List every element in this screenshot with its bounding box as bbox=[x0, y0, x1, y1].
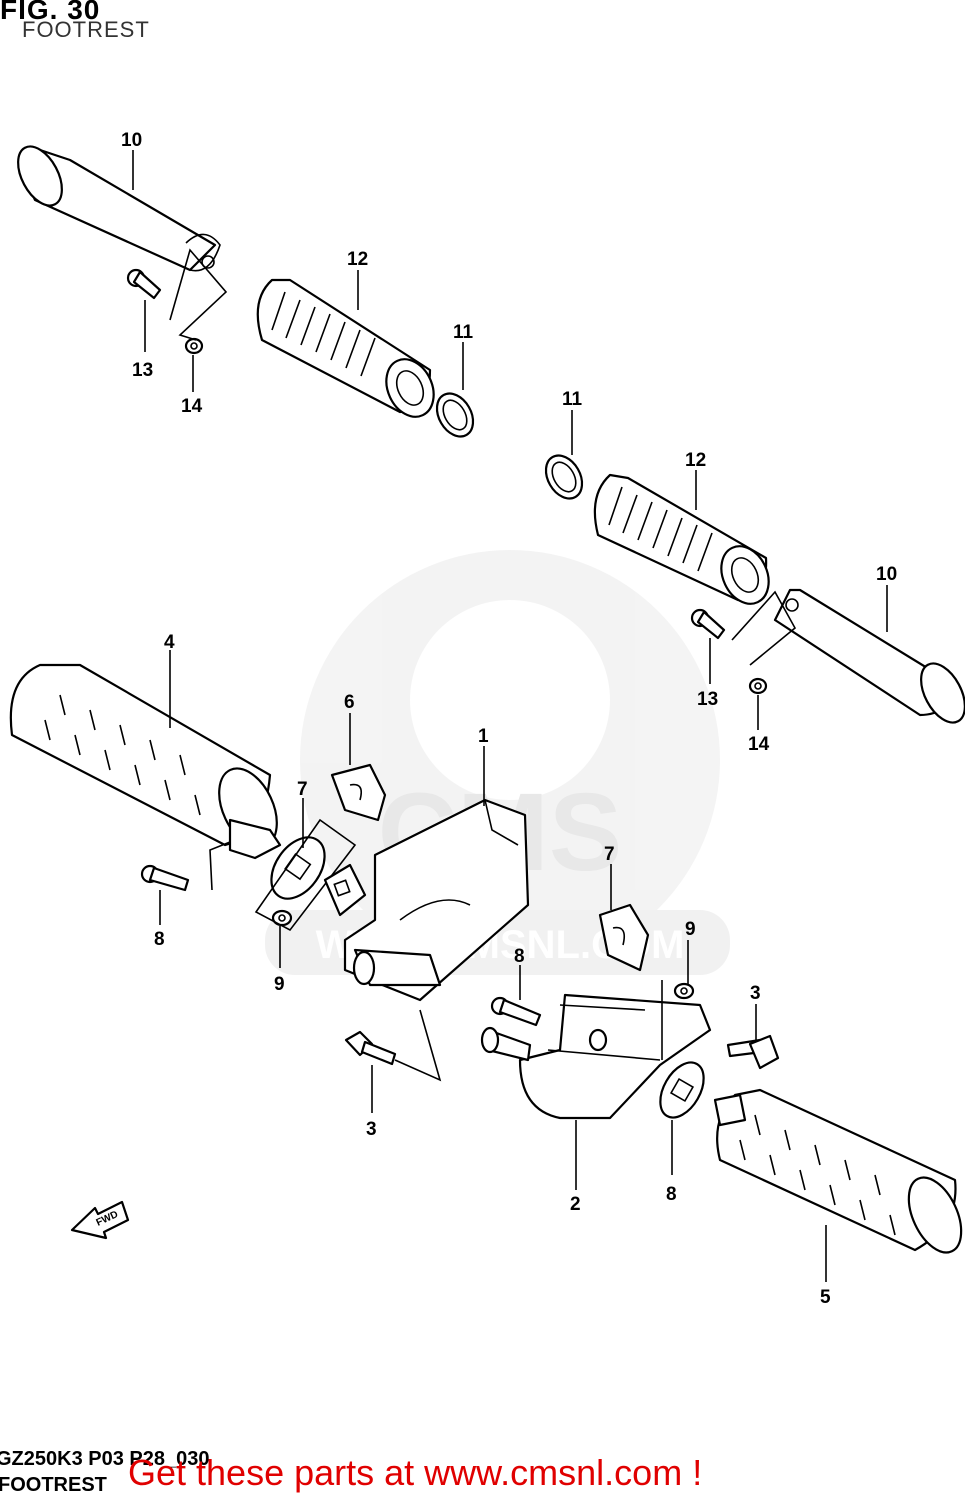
callout-3-right: 3 bbox=[750, 983, 761, 1004]
callout-8-left: 8 bbox=[154, 929, 165, 950]
callout-2: 2 bbox=[570, 1194, 581, 1215]
callout-10-right: 10 bbox=[876, 564, 897, 585]
callout-13-right: 13 bbox=[697, 689, 718, 710]
callout-5: 5 bbox=[820, 1287, 831, 1308]
part-3-bolt-left bbox=[344, 1030, 397, 1066]
part-8-pin-right bbox=[490, 996, 542, 1027]
callout-12-left: 12 bbox=[347, 249, 368, 270]
part-3-bolt-right bbox=[726, 1034, 780, 1070]
callout-4: 4 bbox=[164, 632, 175, 653]
callout-6-right: 7 bbox=[604, 844, 615, 865]
part-8-pin-left bbox=[140, 864, 190, 892]
callout-11-left: 11 bbox=[453, 322, 474, 343]
part-12-grip-left bbox=[256, 278, 435, 418]
part-7-washer-left bbox=[270, 836, 326, 900]
part-14-nut-right bbox=[748, 677, 768, 695]
part-5-footpeg-right bbox=[713, 1088, 963, 1254]
part-6-clip-lower bbox=[323, 863, 367, 917]
callout-1: 1 bbox=[478, 726, 489, 747]
part-9-nut-right bbox=[673, 982, 695, 1000]
section-name: FOOTREST bbox=[0, 1474, 107, 1496]
callout-9-right: 9 bbox=[685, 919, 696, 940]
leader-lines bbox=[132, 150, 888, 1282]
part-12-grip-right bbox=[593, 473, 770, 605]
part-11-washer-left bbox=[435, 392, 475, 438]
callout-12-right: 12 bbox=[685, 450, 706, 471]
callout-11-right: 11 bbox=[562, 389, 583, 410]
part-6-clip-right bbox=[598, 903, 650, 972]
diagram-code: GZ250K3 P03 P28_030 bbox=[0, 1448, 210, 1470]
part-14-nut-left bbox=[184, 337, 204, 355]
part-10-bar-right bbox=[773, 588, 965, 724]
figure-subtitle: FOOTREST bbox=[22, 17, 150, 42]
figure-title: FIG. 30 bbox=[0, 0, 101, 25]
part-13-bolt-left bbox=[126, 268, 162, 300]
callout-14-left: 14 bbox=[181, 396, 203, 417]
forward-arrow-icon: FWD bbox=[70, 1200, 130, 1240]
cta-link[interactable]: Get these parts at www.cmsnl.com ! bbox=[128, 1452, 703, 1493]
part-10-bar-left bbox=[17, 145, 221, 272]
part-1-bracket-left bbox=[343, 798, 530, 1002]
callout-14-right: 14 bbox=[748, 734, 770, 755]
callout-10-left: 10 bbox=[121, 130, 142, 151]
part-4-footpeg-left bbox=[9, 663, 282, 860]
callout-7-right: 8 bbox=[666, 1184, 677, 1205]
part-11-washer-right bbox=[544, 454, 584, 500]
part-7-washer-right bbox=[659, 1061, 705, 1119]
callout-6-left: 6 bbox=[344, 692, 355, 713]
callout-9-left: 9 bbox=[274, 974, 285, 995]
part-6-clip-left bbox=[330, 763, 387, 822]
callout-8-right: 8 bbox=[514, 946, 525, 967]
callout-7-left: 7 bbox=[297, 779, 308, 800]
callout-13-left: 13 bbox=[132, 360, 153, 381]
callouts: 10 12 11 13 14 11 12 10 13 14 4 6 1 7 8 … bbox=[121, 130, 897, 1308]
callout-3-left: 3 bbox=[366, 1119, 377, 1140]
part-13-bolt-right bbox=[690, 608, 726, 640]
